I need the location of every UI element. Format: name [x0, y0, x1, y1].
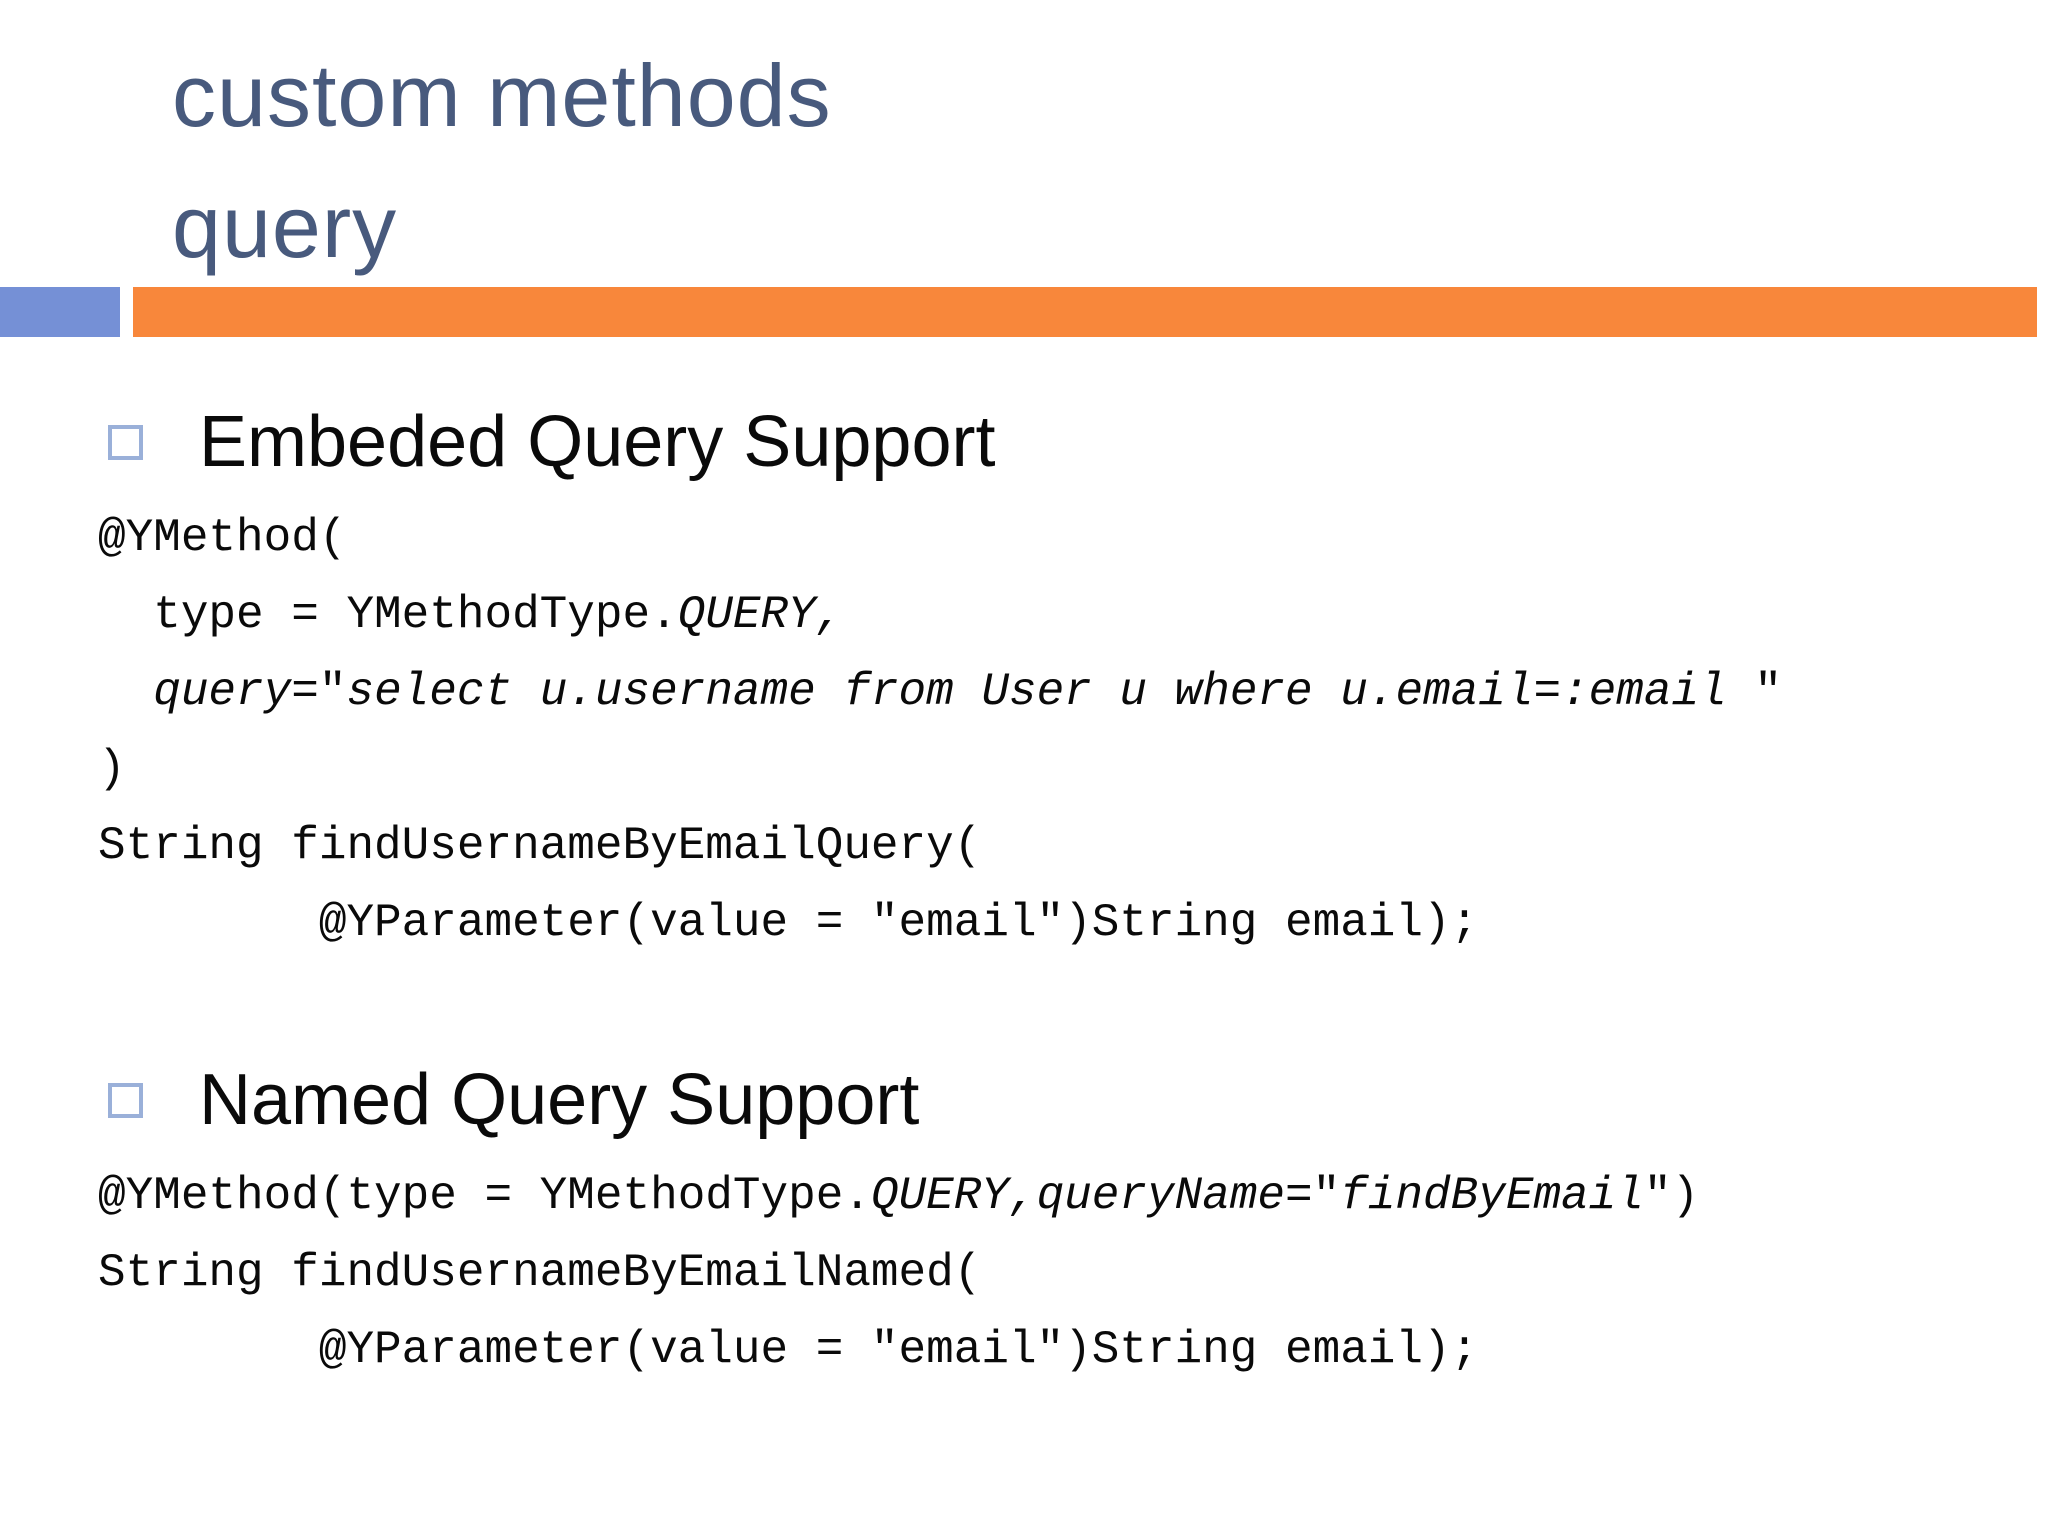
code-block-named-query: @YMethod(type = YMethodType.QUERY,queryN…	[98, 1158, 1699, 1389]
code-line: String findUsernameByEmailNamed(	[98, 1247, 982, 1299]
code-line: query="select u.username from User u whe…	[153, 666, 1782, 718]
accent-bar-orange	[133, 287, 2037, 337]
code-line: @YParameter(value = "email")String email…	[98, 1324, 1479, 1376]
section-heading-embedded-query: Embeded Query Support	[108, 399, 995, 485]
code-line: @YMethod(type = YMethodType.QUERY,queryN…	[98, 1170, 1700, 1222]
slide-title-line-2: query	[172, 177, 398, 276]
bullet-square-icon	[108, 424, 143, 460]
code-line: type = YMethodType.QUERY,	[98, 589, 844, 641]
section-heading-label: Named Query Support	[199, 1060, 920, 1140]
code-block-embedded-query: @YMethod( type = YMethodType.QUERY, quer…	[98, 500, 1782, 962]
code-line: String findUsernameByEmailQuery(	[98, 820, 982, 872]
slide-title: custom methods query	[172, 30, 832, 292]
code-line: @YMethod(	[98, 512, 347, 564]
bullet-square-icon	[108, 1082, 143, 1118]
section-heading-label: Embeded Query Support	[199, 402, 996, 482]
code-line: )	[98, 743, 126, 795]
code-line: @YParameter(value = "email")String email…	[98, 897, 1479, 949]
accent-bar-blue	[0, 287, 120, 337]
slide-title-line-1: custom methods	[172, 46, 832, 145]
section-heading-named-query: Named Query Support	[108, 1057, 919, 1143]
